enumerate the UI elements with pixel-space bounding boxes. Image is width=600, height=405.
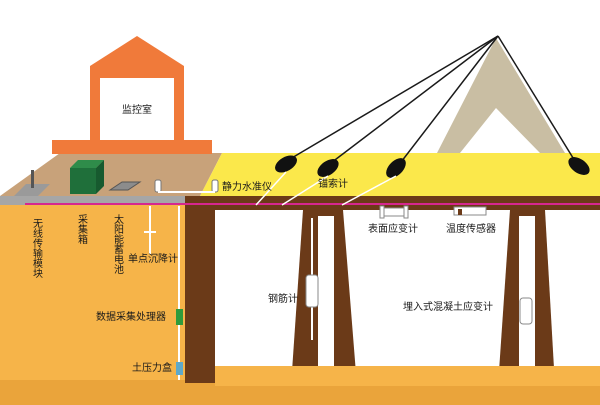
settlement-gauge-sensor <box>144 206 156 254</box>
rebar-meter-sensor <box>305 218 319 340</box>
static-level-sensor <box>154 179 219 193</box>
label-anchor-cable-meter: 锚索计 <box>318 177 348 190</box>
stay-cable-2 <box>326 35 499 167</box>
deck-cable-c <box>341 175 397 206</box>
stay-cable-3 <box>397 35 499 167</box>
label-static-level: 静力水准仪 <box>222 180 272 193</box>
wireless-module-device <box>14 170 50 196</box>
cable-stay-tower <box>437 38 565 153</box>
solar-battery-device <box>108 181 142 191</box>
temperature-sensor <box>453 206 487 216</box>
label-temperature-sensor: 温度传感器 <box>446 222 496 235</box>
ground-surface-left <box>0 153 222 196</box>
monitor-room-base <box>52 140 212 154</box>
label-monitor-room: 监控室 <box>122 103 152 116</box>
label-solar-battery: 太阳能蓄电池 <box>112 213 124 274</box>
monitor-room-roof <box>90 36 184 66</box>
embedded-strain-gauge-sensor <box>519 218 533 350</box>
bridge-deck-surface <box>200 153 600 196</box>
label-data-processor: 数据采集处理器 <box>96 310 166 323</box>
collection-box-device <box>70 160 104 194</box>
label-collection-box: 采集箱 <box>76 214 88 245</box>
anchor-meter-3 <box>386 158 406 178</box>
anchor-meter-1 <box>275 155 297 173</box>
surface-strain-gauge-sensor <box>379 205 409 219</box>
label-rebar-meter: 钢筋计 <box>268 292 298 305</box>
monitor-room-window <box>100 78 174 140</box>
base-strip <box>0 196 200 205</box>
label-surface-strain-gauge: 表面应变计 <box>368 222 418 235</box>
anchor-meter-2 <box>317 159 339 177</box>
abutment-column <box>185 205 215 383</box>
pier-1-hole <box>318 216 334 366</box>
stay-cable-4 <box>497 35 579 167</box>
label-earth-pressure-cell: 土压力盒 <box>132 361 172 374</box>
anchor-meter-4 <box>568 157 590 175</box>
stay-cable-1 <box>284 35 499 163</box>
deck-cable-a <box>255 171 287 206</box>
label-embedded-strain-gauge: 埋入式混凝土应变计 <box>403 300 493 313</box>
label-settlement-gauge: 单点沉降计 <box>128 252 178 265</box>
earth-pressure-cell-device <box>176 362 183 375</box>
label-wireless-module: 无线传输模块 <box>31 218 43 279</box>
soil-bottom-shade <box>0 386 600 405</box>
deck-cable-b <box>281 175 329 206</box>
data-processor-device <box>176 309 183 325</box>
